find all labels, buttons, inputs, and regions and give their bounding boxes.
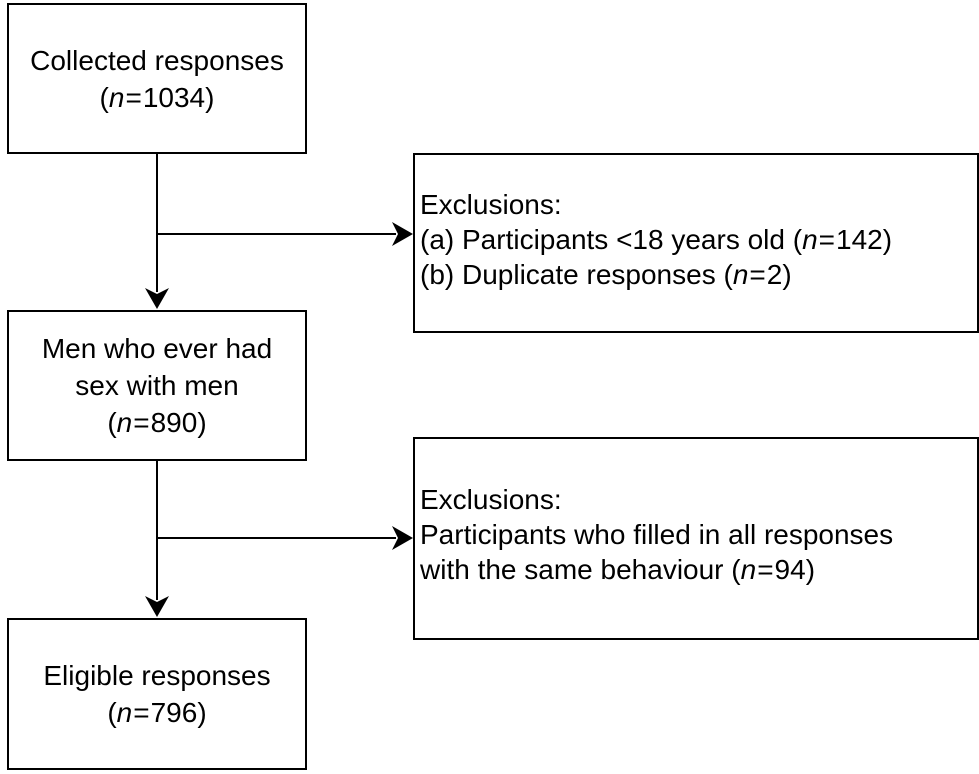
count-value: 94 — [774, 554, 806, 585]
count-value: 142 — [836, 223, 883, 255]
exclusions-heading: Exclusions: — [420, 484, 562, 515]
exclusions-box-2: Exclusions: Participants who filled in a… — [413, 437, 979, 640]
men-who-had-sex-with-men-box: Men who ever had sex with men (n=890) — [7, 310, 307, 461]
eligible-responses-box: Eligible responses (n=796) — [7, 618, 307, 770]
arrowhead-to-exclusions-1 — [392, 222, 413, 246]
exclusion-suffix: ) — [782, 258, 792, 290]
men-count: (n=890) — [107, 407, 207, 438]
count-value: 2 — [766, 258, 783, 290]
arrowhead-to-eligible — [145, 596, 169, 617]
n-symbol: n — [116, 697, 133, 728]
exclusion-text: (b) Duplicate responses ( — [420, 258, 733, 290]
exclusions-heading: Exclusions: — [420, 188, 562, 220]
count-value: 1034 — [142, 81, 206, 113]
n-symbol: n — [108, 81, 125, 113]
n-symbol: n — [802, 223, 818, 255]
n-symbol: n — [740, 554, 757, 585]
collected-responses-box: Collected responses (n=1034) — [7, 3, 307, 154]
exclusion-item-duplicates: (b) Duplicate responses (n=2) — [420, 258, 792, 290]
exclusion-same-behaviour-line-1: Participants who filled in all responses — [420, 519, 894, 550]
exclusion-text: (a) Participants <18 years old ( — [420, 223, 803, 255]
exclusions-box-1: Exclusions: (a) Participants <18 years o… — [413, 153, 979, 333]
eligible-responses-label: Eligible responses — [43, 660, 271, 691]
exclusion-item-under-18: (a) Participants <18 years old (n=142) — [420, 223, 893, 255]
exclusion-suffix: ) — [882, 223, 893, 255]
arrowhead-to-exclusions-2 — [392, 526, 413, 550]
arrowhead-to-men — [145, 288, 169, 309]
collected-responses-label: Collected responses — [30, 44, 284, 76]
exclusion-suffix: ) — [805, 554, 816, 585]
n-symbol: n — [116, 407, 133, 438]
exclusion-text: with the same behaviour ( — [420, 554, 741, 585]
collected-responses-count: (n=1034) — [99, 81, 215, 113]
men-label-line-2: sex with men — [75, 370, 239, 401]
eligible-responses-count: (n=796) — [107, 697, 207, 728]
exclusion-same-behaviour-line-2: with the same behaviour (n=94) — [420, 554, 816, 585]
n-symbol: n — [732, 258, 749, 290]
men-label-line-1: Men who ever had — [41, 333, 273, 364]
count-value: 796 — [150, 697, 198, 728]
count-value: 890 — [150, 407, 198, 438]
